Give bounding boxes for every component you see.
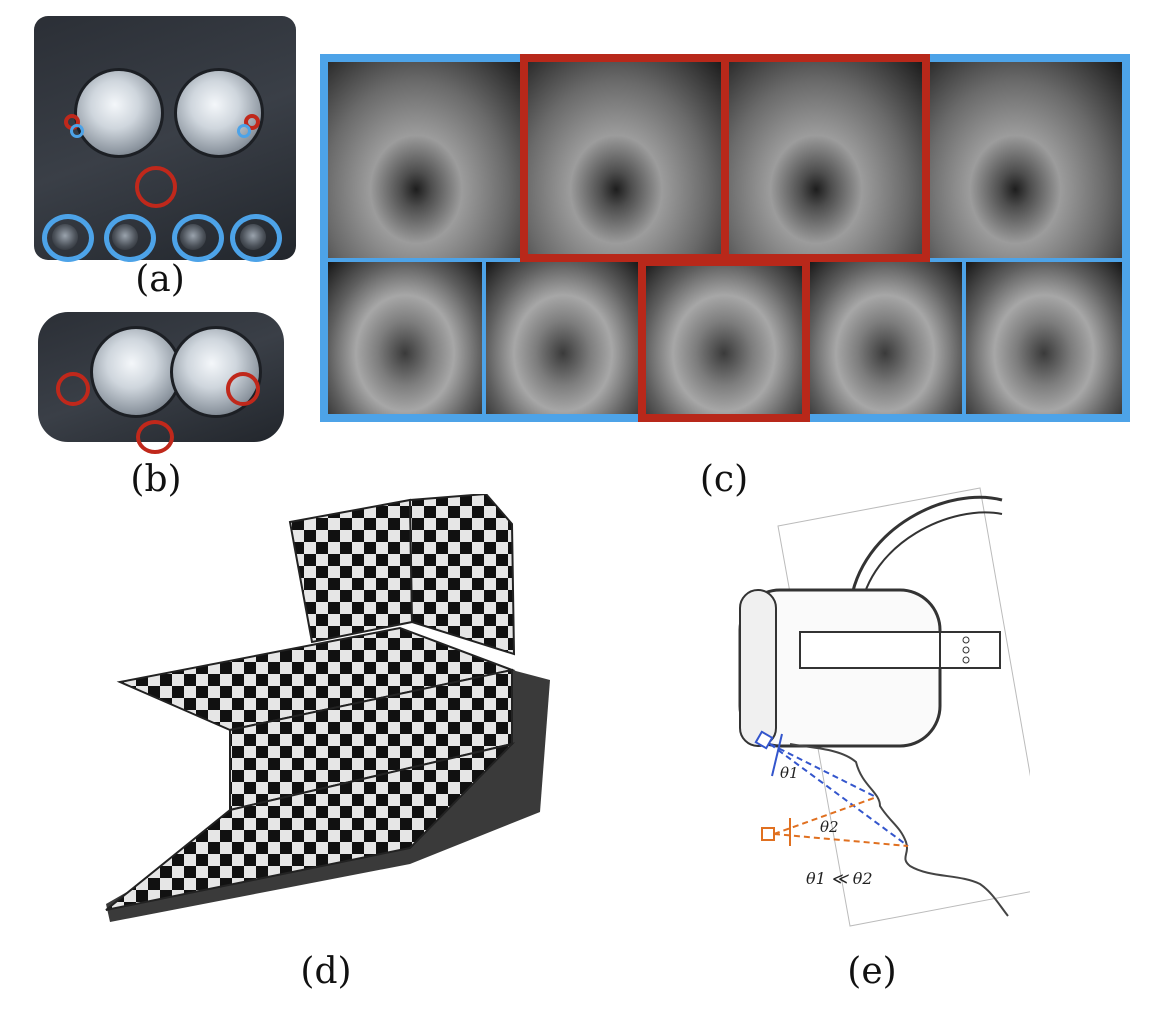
checkerboard-rig	[105, 494, 550, 922]
camera-marker-red-right	[244, 114, 260, 130]
theta1-label: θ1	[780, 764, 799, 782]
mouth-view-3	[644, 262, 804, 414]
camera-marker-red-center	[135, 166, 177, 208]
right-lens	[174, 68, 264, 158]
eye-view-1	[328, 62, 524, 258]
camera-marker-blue-right	[237, 124, 251, 138]
mouth-view-5	[966, 262, 1122, 414]
head-strap	[848, 495, 1003, 607]
blue-camera-icon	[754, 730, 774, 750]
theta2-label: θ2	[820, 818, 839, 836]
caption-a: (a)	[135, 259, 185, 300]
connector-dot-3	[962, 656, 970, 664]
blue-camera-axis	[771, 733, 783, 777]
red-frame-mouth-center	[638, 258, 810, 422]
camera-marker-blue-bottom-3	[172, 214, 224, 262]
mouth-view-2	[486, 262, 640, 414]
strap-connector	[939, 631, 1001, 669]
camera-marker-red-b-left	[56, 372, 90, 406]
camera-views-grid	[320, 54, 1130, 422]
orange-ray-2	[773, 833, 909, 847]
red-frame-divider	[721, 54, 729, 262]
headset-side-diagram: θ1 θ2 θ1 ≪ θ2	[738, 487, 1030, 927]
eye-view-4	[928, 62, 1122, 258]
camera-marker-blue-bottom-1	[42, 214, 94, 262]
orange-ray-1	[773, 797, 875, 835]
camera-marker-blue-bottom-2	[104, 214, 156, 262]
side-slot	[799, 631, 941, 669]
diagram-frame	[777, 487, 1030, 927]
head-strap-inner	[859, 511, 1003, 613]
eye-view-3	[728, 62, 924, 258]
relation-label: θ1 ≪ θ2	[806, 869, 873, 888]
back-panel-left	[288, 498, 414, 644]
mouth-view-1	[328, 262, 482, 414]
caption-b: (b)	[130, 459, 182, 500]
connector-dot-1	[962, 636, 970, 644]
orange-camera-icon	[761, 827, 775, 841]
mouth-view-4	[808, 262, 962, 414]
camera-marker-blue-bottom-4	[230, 214, 282, 262]
camera-marker-red-b-bottom	[136, 420, 174, 454]
back-panel-right	[408, 494, 516, 656]
blue-ray-2	[769, 743, 909, 847]
caption-d: (d)	[300, 951, 352, 992]
connector-dot-2	[962, 646, 970, 654]
bottom-face	[105, 742, 516, 911]
camera-marker-blue-left	[70, 124, 84, 138]
caption-c: (c)	[699, 459, 749, 500]
face-profile	[789, 743, 1009, 917]
eye-view-2	[528, 62, 724, 258]
left-lens	[74, 68, 164, 158]
caption-e: (e)	[847, 951, 897, 992]
left-lens-b	[90, 326, 182, 418]
headset-front	[739, 589, 777, 747]
camera-marker-red-b-right	[226, 372, 260, 406]
